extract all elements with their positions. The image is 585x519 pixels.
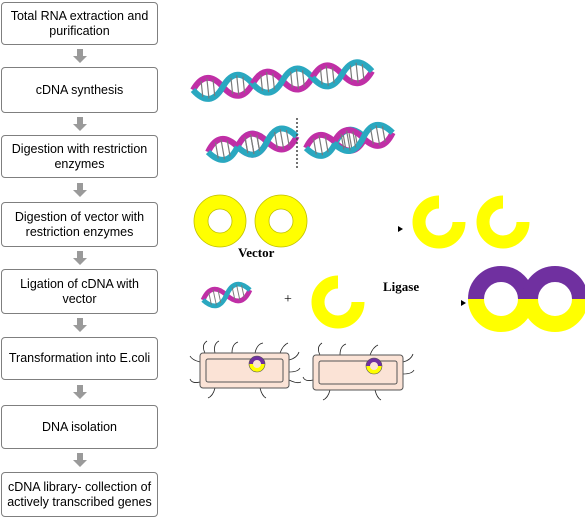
dna-fragment-right-icon — [304, 122, 394, 158]
plus-sign: + — [284, 292, 292, 307]
arrow-icon — [461, 300, 466, 306]
down-arrow-icon — [73, 251, 87, 265]
step-digestion-enzymes: Digestion with restriction enzymes — [1, 135, 158, 178]
recombinant-plasmid-icon — [468, 266, 534, 332]
vector-label: Vector — [238, 245, 275, 260]
plasmid-ring-icon — [193, 194, 247, 248]
down-arrow-icon — [73, 49, 87, 63]
step-dna-isolation: DNA isolation — [1, 405, 158, 449]
down-arrow-icon — [73, 318, 87, 332]
cut-plasmid-icon — [476, 195, 530, 249]
step-digestion-vector: Digestion of vector with restriction enz… — [1, 202, 158, 247]
arrow-icon — [398, 226, 403, 232]
dna-insert-icon — [201, 282, 251, 308]
step-transformation: Transformation into E.coli — [1, 337, 158, 380]
recombinant-plasmid-icon — [522, 266, 585, 332]
down-arrow-icon — [73, 385, 87, 399]
step-cdna-synthesis: cDNA synthesis — [1, 67, 158, 113]
step-rna-extraction: Total RNA extraction and purification — [1, 2, 158, 45]
plasmid-ring-icon — [254, 194, 308, 248]
dna-fragment-left-icon — [206, 126, 298, 162]
ecoli-cell-icon — [189, 340, 302, 399]
step-cdna-library: cDNA library- collection of actively tra… — [1, 472, 158, 517]
step-ligation: Ligation of cDNA with vector — [1, 269, 158, 314]
down-arrow-icon — [73, 117, 87, 131]
dna-helix-icon — [192, 61, 373, 101]
down-arrow-icon — [73, 453, 87, 467]
down-arrow-icon — [73, 183, 87, 197]
ligase-label: Ligase — [383, 279, 420, 294]
cut-plasmid-icon — [311, 275, 365, 329]
cut-plasmid-icon — [412, 195, 466, 249]
ecoli-cell-icon — [302, 342, 415, 401]
